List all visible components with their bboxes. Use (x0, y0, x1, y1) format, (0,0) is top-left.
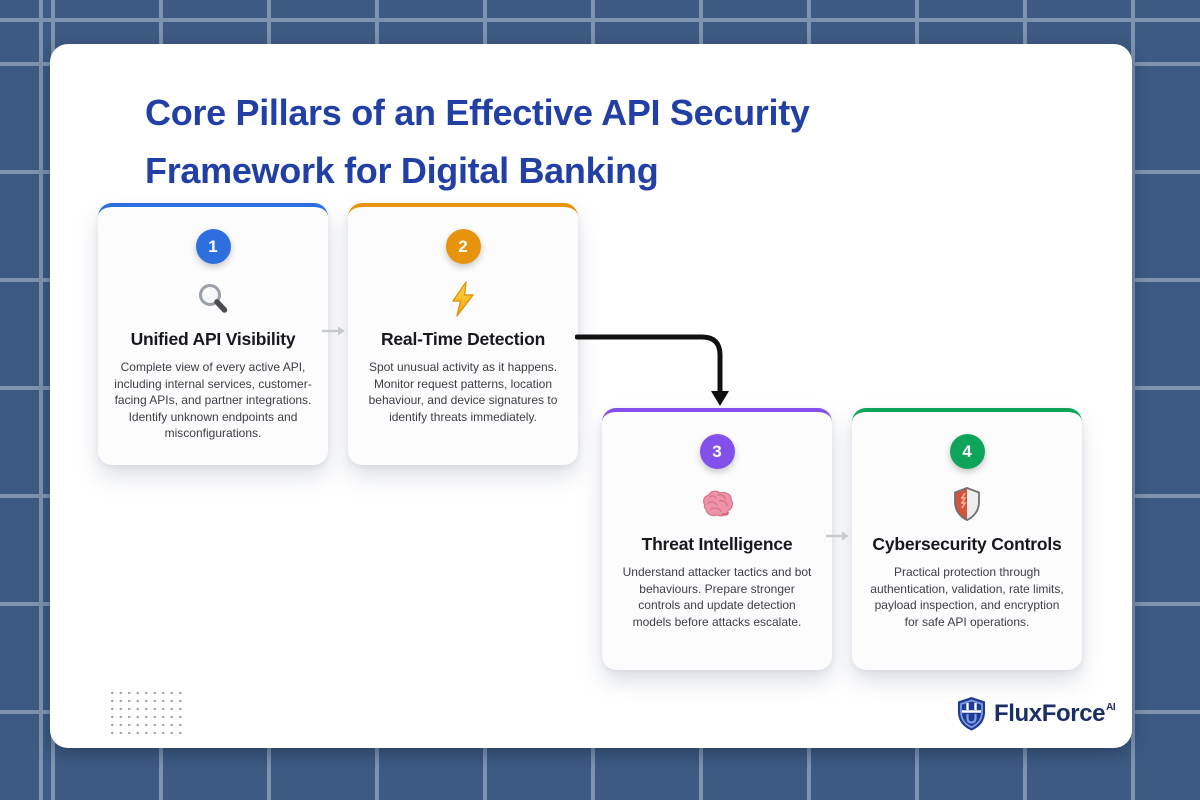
fluxforce-shield-icon (958, 697, 985, 731)
card-description: Practical protection through authenticat… (870, 565, 1064, 629)
step-number-badge: 1 (195, 229, 231, 264)
elbow-arrow-icon (575, 334, 729, 406)
step-number-badge: 2 (445, 229, 481, 264)
card-unified-api-visibility: 1 Unified API Visibility Complete view o… (98, 203, 328, 465)
card-title: Cybersecurity Controls (872, 534, 1062, 554)
card-description: Understand attacker tactics and bot beha… (622, 565, 812, 629)
card-description: Spot unusual activity as it happens. Mon… (368, 360, 558, 424)
magnifier-icon (110, 280, 316, 318)
card-threat-intelligence: 3 Threat Intelligence Understand attacke… (602, 408, 832, 670)
lightning-icon (360, 280, 566, 318)
step-number-badge: 4 (949, 434, 985, 469)
title-line-1: Core Pillars of an Effective API Securit… (145, 92, 810, 133)
brand-name-text: FluxForce (994, 699, 1106, 727)
step-number-badge: 3 (699, 434, 735, 469)
card-title: Threat Intelligence (641, 534, 793, 554)
card-title: Unified API Visibility (130, 329, 296, 349)
connector-arrow-icon (826, 531, 849, 541)
shield-icon (864, 485, 1070, 523)
dot-grid-decoration (108, 689, 184, 734)
infographic-canvas: Core Pillars of an Effective API Securit… (50, 44, 1132, 748)
brand-logo: FluxForceAI (956, 696, 1116, 731)
brand-superscript: AI (1106, 701, 1116, 713)
brand-name: FluxForceAI (994, 699, 1116, 728)
card-real-time-detection: 2 Real-Time Detection Spot unusual activ… (348, 203, 578, 465)
page-title: Core Pillars of an Effective API Securit… (145, 84, 1045, 200)
title-line-2: Framework for Digital Banking (145, 150, 659, 191)
brain-icon (614, 485, 820, 523)
card-title: Real-Time Detection (380, 329, 546, 349)
card-description: Complete view of every active API, inclu… (114, 360, 312, 440)
card-cybersecurity-controls: 4 Cybersecurity Controls (852, 408, 1082, 670)
connector-arrow-icon (322, 326, 345, 336)
